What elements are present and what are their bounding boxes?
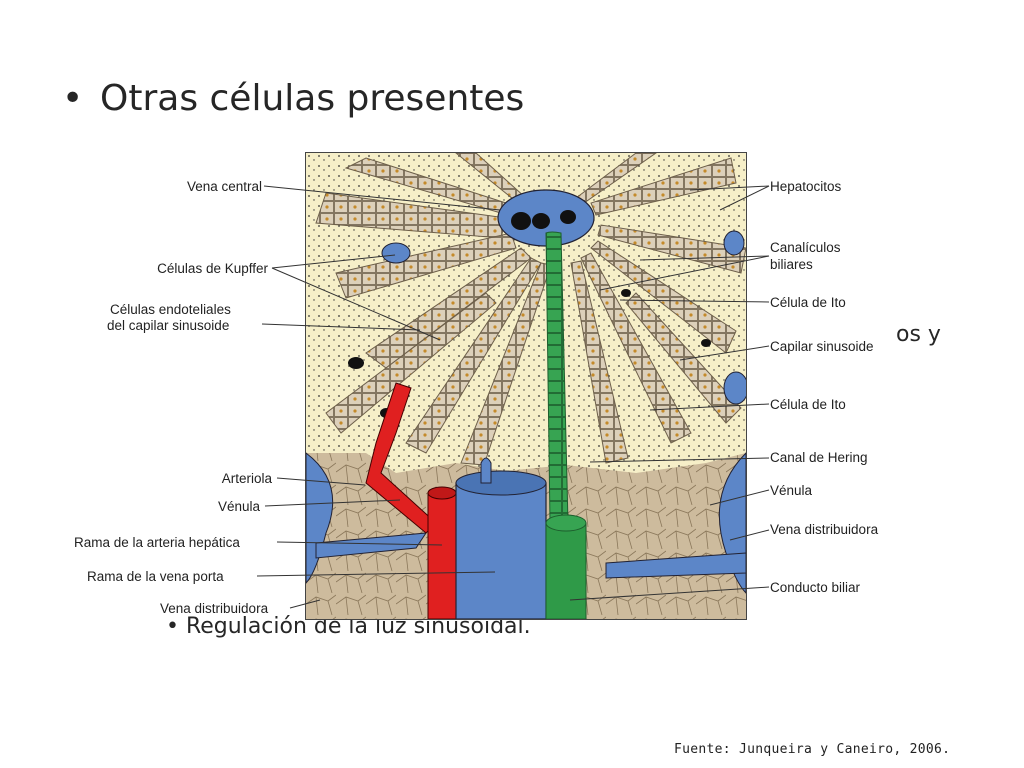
label-celula-ito-2: Célula de Ito <box>770 397 846 412</box>
label-canaliculos-line2: biliares <box>770 257 813 272</box>
label-celula-ito-1: Célula de Ito <box>770 295 846 310</box>
label-endothelial-cells-line1: Células endoteliales <box>110 302 231 317</box>
slide-title: • Otras células presentes <box>62 78 524 119</box>
title-bullet: • <box>62 78 84 119</box>
source-citation: Fuente: Junqueira y Caneiro, 2006. <box>674 742 951 757</box>
label-endothelial-cells-line2: del capilar sinusoide <box>107 318 230 333</box>
label-capilar-sinusoide: Capilar sinusoide <box>770 339 874 354</box>
label-hepatocitos: Hepatocitos <box>770 179 842 194</box>
label-vena-distribuidora-right: Vena distribuidora <box>770 522 879 537</box>
label-vena-central: Vena central <box>186 179 262 194</box>
partial-text-right: os y <box>896 322 941 347</box>
liver-lobule-illustration <box>305 152 747 620</box>
label-canal-hering: Canal de Hering <box>770 450 868 465</box>
label-arteriola: Arteriola <box>221 471 272 486</box>
label-rama-arteria-hepatica: Rama de la arteria hepática <box>74 535 240 550</box>
label-canaliculos-line1: Canalículos <box>770 240 841 255</box>
label-vena-distribuidora-left: Vena distribuidora <box>160 601 269 616</box>
label-kupffer-cells: Células de Kupffer <box>157 261 268 276</box>
label-rama-vena-porta: Rama de la vena porta <box>87 569 224 584</box>
title-text: Otras células presentes <box>100 78 525 119</box>
label-conducto-biliar: Conducto biliar <box>770 580 861 595</box>
label-venula-right: Vénula <box>770 483 813 498</box>
label-venula-left: Vénula <box>217 499 260 514</box>
